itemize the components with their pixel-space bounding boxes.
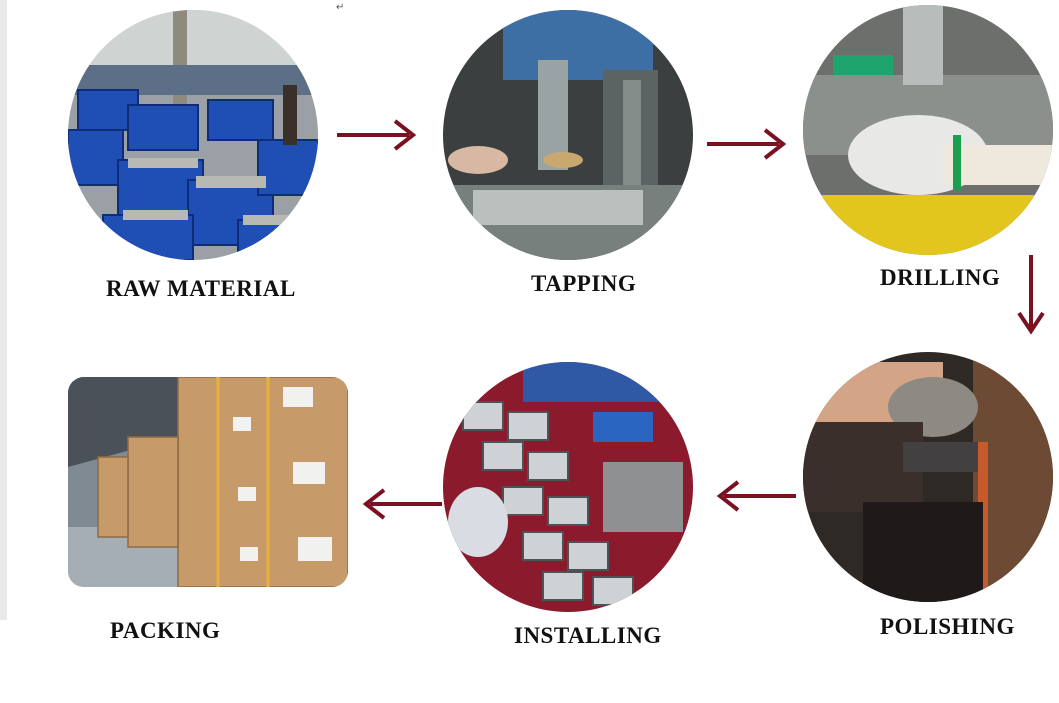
arrow-right-icon <box>705 126 787 162</box>
drilling-photo <box>803 5 1053 255</box>
raw-material-photo <box>68 10 318 260</box>
packing-photo <box>68 377 348 587</box>
polishing-photo <box>803 352 1053 602</box>
arrow-left-icon <box>362 486 444 522</box>
step-label-drilling: DRILLING <box>880 265 1001 290</box>
arrow-down-icon <box>1016 253 1046 335</box>
arrow-right-icon <box>335 117 417 153</box>
step-label-packing: PACKING <box>110 618 221 643</box>
step-label-tapping: TAPPING <box>531 271 637 296</box>
installing-photo <box>443 362 693 612</box>
tapping-photo <box>443 10 693 260</box>
step-label-polishing: POLISHING <box>880 614 1015 639</box>
step-label-installing: INSTALLING <box>514 623 662 648</box>
return-symbol: ↵ <box>336 2 345 13</box>
step-label-raw-material: RAW MATERIAL <box>106 276 296 301</box>
arrow-left-icon <box>716 478 798 514</box>
page-left-rule <box>0 0 7 620</box>
